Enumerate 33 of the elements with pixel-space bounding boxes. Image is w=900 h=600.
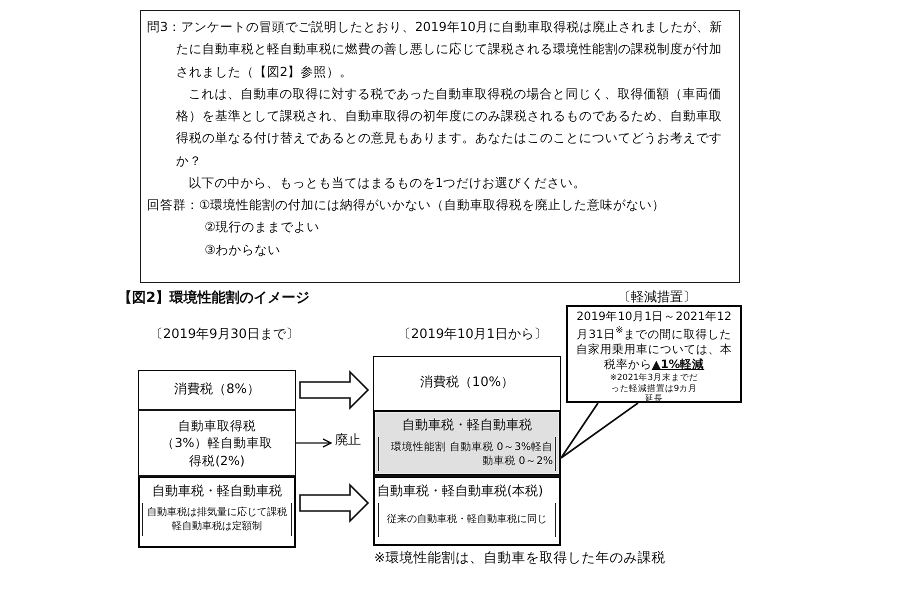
block-arrow <box>299 483 370 523</box>
question-box <box>140 10 740 283</box>
tax-box <box>138 476 296 548</box>
tax-name: 消費税（8%） <box>174 380 260 399</box>
bracketed-note: 自動車税は排気量に応じて課税軽自動車税は定額制 <box>142 503 292 536</box>
question-text: 問3：アンケートの冒頭でご説明したとおり、2019年10月に自動車取得税は廃止されましたが、新たに自動車税と軽自動車税に燃費の善し悪しに応じて課税される環境性能割の課税制度が付加されました（【図2】参照）。 <box>147 18 724 80</box>
footnote: ※環境性能割は、自動車を取得した年のみ課税 <box>374 549 666 567</box>
tax-name: 消費税（10%） <box>420 374 514 392</box>
tax-box <box>138 370 296 410</box>
callout-text: 2019年10月1日～2021年12月31日$^{※}$までの間に取得した自家用乗用車については、本税率から▲1%軽減 <box>576 309 732 373</box>
block-arrow <box>299 370 370 410</box>
arrow <box>296 438 332 448</box>
highlighted-tax-box <box>373 410 561 476</box>
figure-title: 【図2】環境性能割のイメージ <box>118 289 310 307</box>
tax-name: 自動車税・軽自動車税 <box>151 483 283 500</box>
tax-box <box>138 410 296 476</box>
tax-name: 自動車取得税（3%）軽自動車取得税(2%) <box>160 416 274 470</box>
tax-name: 自動車税・軽自動車税 <box>401 417 533 434</box>
tax-name: 自動車税・軽自動車税(本税) <box>377 483 544 500</box>
bracketed-note: 従来の自動車税・軽自動車税に同じ <box>378 503 556 536</box>
tax-box <box>373 476 561 546</box>
answer-option: ②現行のままでよい <box>147 216 733 238</box>
question-text: これは、自動車の取得に対する税であった自動車取得税の場合と同じく、取得価額（車両価格）を基準として課税され、自動車取得の初年度にのみ課税されるものであるため、自動車取得税の単なる付け替えであるとの意見もあります。あなたはこのことについてどうお考えですか？ <box>174 84 723 170</box>
callout-heading: 〔軽減措置〕 <box>618 289 696 306</box>
answer-option: ③わからない <box>147 238 733 261</box>
tax-box <box>373 356 561 411</box>
bracketed-note: 環境性能割 自動車税 0～3%軽自動車税 0～2% <box>378 437 556 472</box>
question-text: 以下の中から、もっとも当てはまるものを1つだけお選びください。 <box>187 174 588 192</box>
callout-pointer <box>560 402 639 459</box>
answer-option: 回答群：①環境性能割の付加には納得がいかない（自動車取得税を廃止した意味がない） <box>147 194 733 216</box>
period-heading: 〔2019年10月1日から〕 <box>398 326 547 343</box>
abolished-label: 廃止 <box>335 432 361 450</box>
period-heading: 〔2019年9月30日まで〕 <box>150 326 299 343</box>
